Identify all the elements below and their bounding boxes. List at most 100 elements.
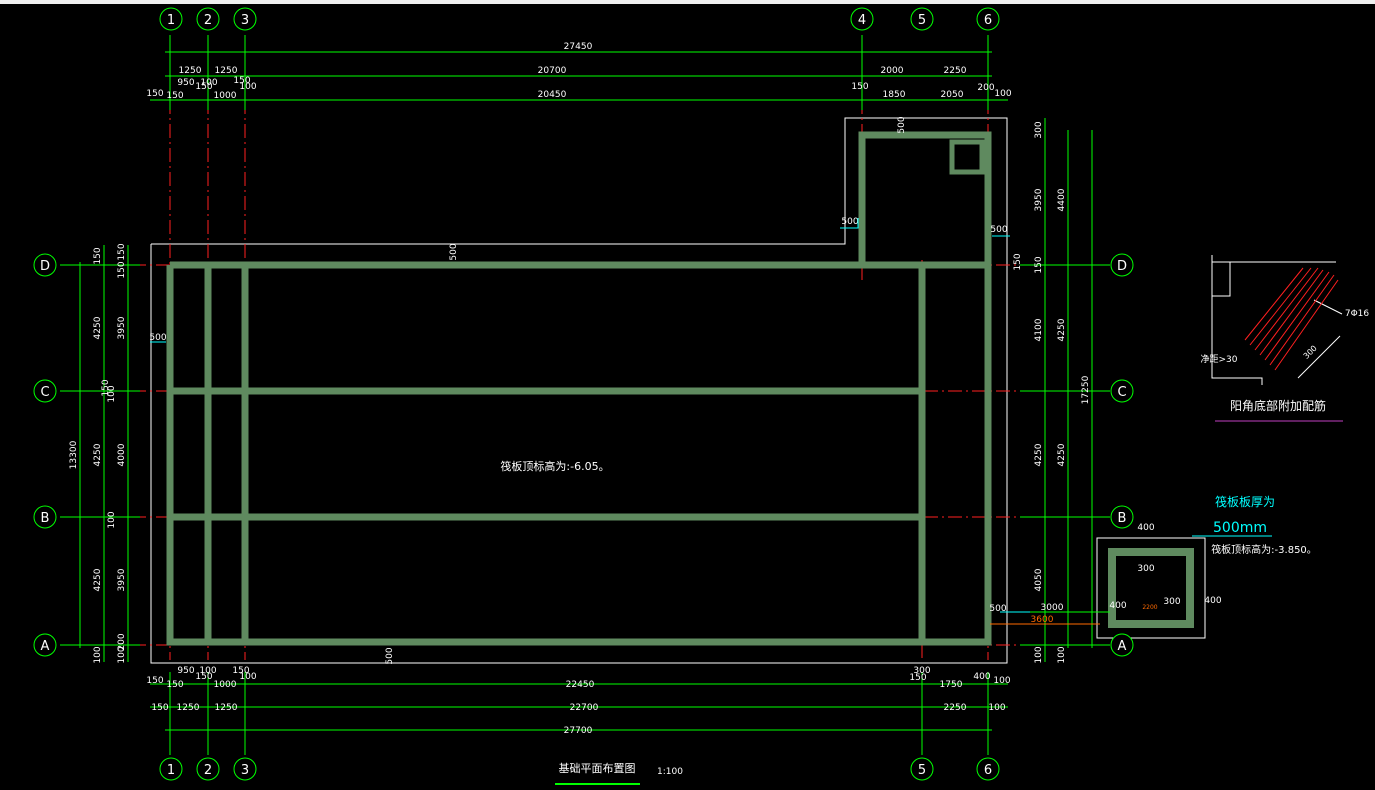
dim-top-20700: 20700 — [538, 66, 567, 76]
axis-label-bottom-1: 1 — [167, 763, 175, 778]
raft-thickness-value: 500mm — [1213, 520, 1267, 536]
slab-elevation-note: 筏板顶标高为:-6.05。 — [500, 459, 609, 473]
dim-top-150a: 150 — [146, 89, 163, 99]
dim-top-1250b: 1250 — [215, 66, 238, 76]
tag-500-b: 500 — [990, 225, 1007, 235]
raft-thickness-title: 筏板板厚为 — [1215, 495, 1275, 509]
dim-top-1250a: 1250 — [179, 66, 202, 76]
pit-dim-300-inner: 300 — [1137, 564, 1154, 574]
detail-title: 阳角底部附加配筋 — [1230, 398, 1326, 413]
dim-bot-1000: 1000 — [214, 680, 237, 690]
axis-label-left-C: C — [40, 385, 49, 400]
dim-bot-150b: 150 — [909, 673, 926, 683]
pit-dim-2200: 2200 — [1142, 604, 1157, 611]
tag-500-g: 500 — [897, 116, 907, 133]
dim-left-13300: 13300 — [69, 440, 79, 469]
dim-left-100d: 100 — [117, 646, 127, 663]
dim-right-4250: 4250 — [1034, 443, 1044, 466]
axis-lines — [60, 100, 1110, 660]
dim-right-100b: 100 — [1057, 646, 1067, 663]
dim-top-2250: 2250 — [944, 66, 967, 76]
dim-bot2-100: 100 — [988, 703, 1005, 713]
pit-dim-400-left: 400 — [1109, 601, 1126, 611]
axis-label-right-D: D — [1117, 259, 1127, 274]
dim-right-4250a: 4250 — [1057, 318, 1067, 341]
dim-top-150c: 150 — [195, 82, 212, 92]
dim-3600: 3600 — [1031, 615, 1054, 625]
dim-top-200: 200 — [977, 83, 994, 93]
detail-clearance-note: 净距>30 — [1201, 353, 1238, 365]
dim-left-4000: 4000 — [117, 443, 127, 466]
dim-bot2-1250b: 1250 — [215, 703, 238, 713]
dim-right-4100: 4100 — [1034, 318, 1044, 341]
cad-drawing-canvas[interactable]: 1 2 3 4 5 6 1 2 3 5 6 D C B A D C B A 27… — [0, 4, 1375, 790]
axis-label-bottom-6: 6 — [984, 763, 992, 778]
dim-bot-22450: 22450 — [566, 680, 595, 690]
axis-label-top-5: 5 — [918, 13, 926, 28]
dim-right-17250: 17250 — [1081, 375, 1091, 404]
cyan-leaders — [150, 218, 1030, 613]
pit-dim-300-right: 300 — [1163, 597, 1180, 607]
dim-top-total: 27450 — [564, 42, 593, 52]
dim-right-3950: 3950 — [1034, 188, 1044, 211]
dim-bot-100b: 100 — [993, 676, 1010, 686]
dim-right-4400: 4400 — [1057, 188, 1067, 211]
dim-top-2000: 2000 — [881, 66, 904, 76]
dim-left-4250a: 4250 — [93, 316, 103, 339]
dim-bot-total: 27700 — [564, 726, 593, 736]
dim-top-100b: 100 — [239, 82, 256, 92]
dim-bot2-150: 150 — [151, 703, 168, 713]
dim-left-150d: 150 — [101, 379, 111, 396]
dim-bot-400: 400 — [973, 672, 990, 682]
dim-left-100c: 100 — [93, 646, 103, 663]
dim-left-4250b: 4250 — [93, 443, 103, 466]
dim-bot2-2250: 2250 — [944, 703, 967, 713]
foundation-beams — [166, 131, 1194, 646]
axis-label-top-4: 4 — [858, 13, 866, 28]
tag-500-e: 500 — [385, 647, 395, 664]
axis-label-left-A: A — [41, 639, 50, 654]
axis-label-bottom-5: 5 — [918, 763, 926, 778]
dim-bot-100: 100 — [199, 666, 216, 676]
axis-label-top-2: 2 — [204, 13, 212, 28]
dim-left-150c: 150 — [117, 261, 127, 278]
dim-top-100: 100 — [200, 78, 217, 88]
pit-elevation-note: 筏板顶标高为:-3.850。 — [1211, 543, 1317, 556]
axis-label-top-1: 1 — [167, 13, 175, 28]
dim-bot-150: 150 — [232, 666, 249, 676]
dim-top-100c: 100 — [994, 89, 1011, 99]
dim-bot-150d: 150 — [166, 680, 183, 690]
axis-label-bottom-2: 2 — [204, 763, 212, 778]
dim-bot-1750: 1750 — [940, 680, 963, 690]
dim-bot2-1250a: 1250 — [177, 703, 200, 713]
axis-label-bottom-3: 3 — [241, 763, 249, 778]
tag-500-a: 500 — [841, 217, 858, 227]
dim-right-150a: 150 — [1013, 253, 1023, 270]
pit-dim-400-top: 400 — [1137, 523, 1154, 533]
window-top-bar — [0, 0, 1375, 4]
axis-label-right-A: A — [1118, 639, 1127, 654]
detail-dim-300: 300 — [1302, 344, 1319, 361]
raft-outline — [150, 117, 1206, 664]
drawing-scale: 1:100 — [657, 767, 683, 777]
dim-top-150d: 150 — [233, 76, 250, 86]
axis-label-right-C: C — [1117, 385, 1126, 400]
dim-bot-150c: 150 — [146, 676, 163, 686]
axis-label-top-3: 3 — [241, 13, 249, 28]
dim-top-950: 950 — [177, 78, 194, 88]
pit-dim-400-right: 400 — [1204, 596, 1221, 606]
dim-right-4250b: 4250 — [1057, 443, 1067, 466]
dim-right-100a: 100 — [1034, 646, 1044, 663]
corner-rebar-detail: 7Φ16 净距>30 300 阳角底部附加配筋 — [1201, 255, 1369, 422]
drawing-title: 基础平面布置图 — [559, 762, 636, 775]
tag-500-c: 500 — [449, 243, 459, 260]
dim-bot-150e: 150 — [195, 672, 212, 682]
tag-500-f: 500 — [989, 604, 1006, 614]
tag-500-d: 500 — [149, 333, 166, 343]
axis-label-left-B: B — [41, 511, 50, 526]
axis-label-right-B: B — [1118, 511, 1127, 526]
dim-top-1850: 1850 — [883, 90, 906, 100]
dim-left-200: 200 — [117, 633, 127, 650]
dim-left-100a: 100 — [107, 385, 117, 402]
dim-left-150a: 150 — [93, 247, 103, 264]
